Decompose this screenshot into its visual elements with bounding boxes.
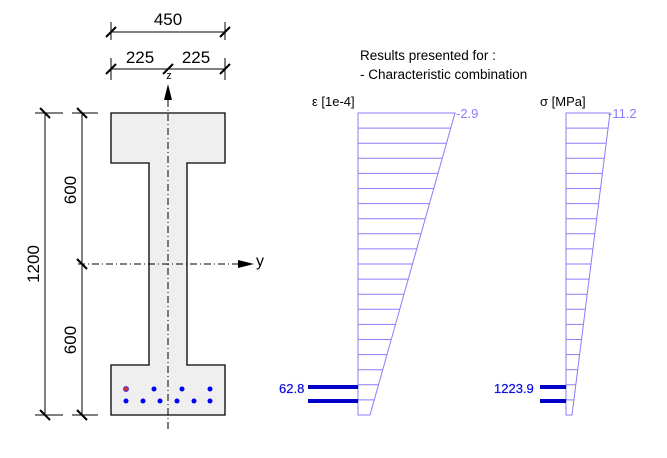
strain-top-value: -2.9	[456, 106, 478, 121]
rebars	[123, 386, 213, 404]
dim-half-right: 225	[182, 48, 210, 67]
dim-upper-height: 600	[61, 176, 80, 204]
stress-label: σ [MPa]	[540, 94, 586, 109]
stress-diagram: σ [MPa] -11.2 1223.9	[494, 94, 637, 416]
z-axis-arrow	[164, 84, 172, 100]
dim-half-left: 225	[126, 48, 154, 67]
stress-hatch	[565, 112, 611, 416]
cross-section: z y	[78, 70, 264, 432]
stress-outline	[565, 112, 611, 416]
results-combination: - Characteristic combination	[360, 67, 527, 82]
results-heading: Results presented for :	[360, 48, 496, 63]
dimension-lines	[35, 22, 231, 421]
strain-label: ε [1e-4]	[312, 94, 355, 109]
stress-rebar-bar-2	[540, 399, 566, 403]
stress-top-value: -11.2	[608, 106, 637, 121]
y-axis-label: y	[256, 253, 264, 270]
strain-outline	[357, 112, 456, 416]
dim-lower-height: 600	[61, 326, 80, 354]
dim-total-width: 450	[154, 10, 182, 29]
stress-rebar-value: 1223.9	[494, 381, 534, 396]
y-axis-arrow	[238, 260, 254, 268]
strain-hatch	[357, 112, 456, 416]
dim-total-height: 1200	[24, 245, 43, 283]
strain-rebar-bar-1	[308, 385, 358, 389]
strain-diagram: ε [1e-4] -2.9 62.8	[279, 94, 478, 416]
z-axis-label: z	[166, 70, 172, 82]
stress-rebar-bar-1	[540, 385, 566, 389]
strain-rebar-value: 62.8	[279, 381, 304, 396]
strain-rebar-bar-2	[308, 399, 358, 403]
